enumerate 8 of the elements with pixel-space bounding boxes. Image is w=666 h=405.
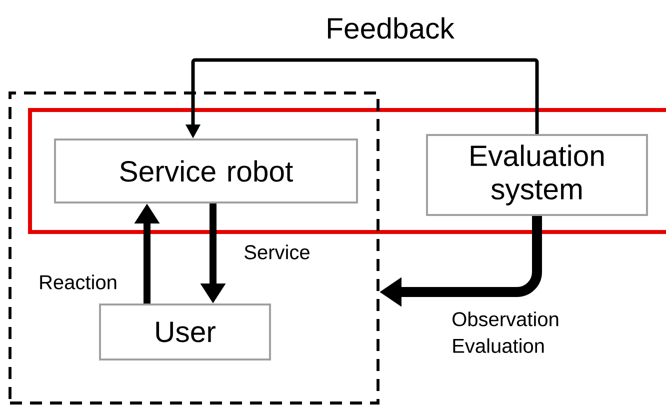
edge-label: Reaction <box>40 274 116 290</box>
process-box: Evaluation system <box>426 134 648 216</box>
edge-label: Service <box>244 244 310 260</box>
dashed-frame <box>8 92 380 404</box>
process-box: User <box>99 304 271 360</box>
edge-label: Feedback <box>328 17 454 39</box>
process-box: Service robot <box>54 138 358 204</box>
edge-label: Observation Evaluation <box>452 312 558 353</box>
